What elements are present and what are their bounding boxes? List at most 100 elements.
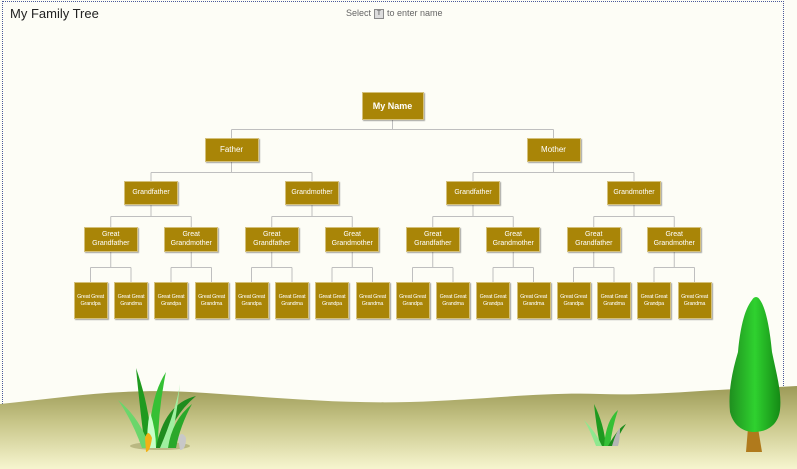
page-title[interactable]: My Family Tree [10, 6, 99, 21]
hint-text-after: to enter name [387, 8, 443, 18]
node-label-line: Great Great [600, 294, 628, 301]
node-label-line: Great Great [198, 294, 225, 301]
node-label-line: Grandma [281, 300, 303, 307]
node-label-line: Grandma [683, 300, 706, 307]
node-label-line: Grandpa [643, 300, 664, 307]
ground-hills [0, 386, 797, 469]
grandparent-node[interactable]: Grandfather [446, 181, 500, 205]
node-label-line: Grandmother [492, 239, 534, 247]
node-label-line: Great [262, 231, 281, 239]
tree-right [729, 297, 781, 452]
node-label-line: Grandpa [402, 300, 423, 307]
node-label-line: Grandma [200, 300, 223, 307]
node-label-line: Great [665, 231, 683, 239]
node-label-line: Great Great [681, 294, 708, 301]
node-label: Mother [541, 145, 566, 155]
node-label-line: Great Great [157, 294, 185, 301]
node-label-line: Great Great [318, 294, 346, 301]
root-node[interactable]: My Name [361, 92, 424, 120]
node-label-line: Grandfather [575, 239, 613, 247]
node-label-line: Grandmother [653, 239, 695, 247]
node-label-line: Great [343, 231, 361, 239]
node-label-line: Great [423, 231, 442, 239]
node-label-line: Great Great [77, 294, 104, 301]
node-label-line: Great Great [117, 294, 145, 301]
node-label-line: Grandfather [92, 239, 130, 247]
node-label-line: Great Great [479, 294, 507, 301]
grandparent-node[interactable]: Grandfather [124, 181, 178, 205]
node-label-line: Grandpa [321, 300, 342, 307]
node-label-line: Great Great [439, 294, 467, 301]
parent-node[interactable]: Father [204, 138, 259, 162]
hint-text-before: Select [346, 8, 372, 18]
node-label-line: Great Great [359, 294, 386, 301]
grass-clump-left [118, 368, 196, 452]
node-label-line: Grandpa [241, 300, 262, 307]
node-label-line: Grandmother [170, 239, 212, 247]
node-label-line: Great [504, 231, 522, 239]
node-label-line: Great Great [278, 294, 306, 301]
node-label-line: Great Great [560, 294, 587, 301]
node-label: Grandmother [613, 188, 655, 196]
node-label-line: Grandma [522, 300, 545, 307]
grandparent-node[interactable]: Grandmother [607, 181, 661, 205]
node-label-line: Grandfather [253, 239, 291, 247]
node-label-line: Grandfather [414, 239, 452, 247]
node-label: Grandfather [132, 188, 170, 196]
parent-node[interactable]: Mother [526, 138, 581, 162]
node-label: My Name [372, 100, 413, 111]
grandparent-node[interactable]: Grandmother [285, 181, 339, 205]
node-label-line: Great Great [238, 294, 265, 301]
text-edit-icon: T [374, 8, 385, 19]
node-label-line: Grandpa [563, 300, 584, 307]
node-label-line: Grandma [603, 300, 625, 307]
node-label-line: Grandma [120, 300, 142, 307]
node-label-line: Great Great [520, 294, 547, 301]
